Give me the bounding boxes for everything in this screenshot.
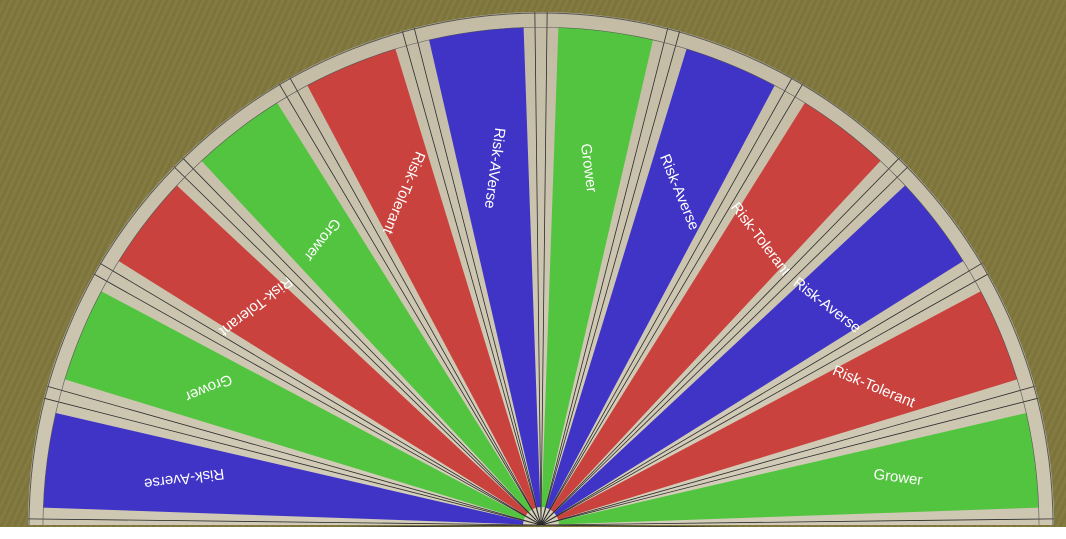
sector-wedge (307, 48, 536, 510)
separator-line (534, 12, 542, 526)
separator-line (289, 77, 542, 526)
separator-line (540, 518, 1054, 526)
separator-line (540, 83, 804, 526)
sector-wedge (43, 413, 524, 525)
separator-line (540, 273, 989, 526)
sector-wedge (429, 27, 541, 508)
sector-wedge (541, 27, 653, 508)
sector-wedge (118, 185, 528, 516)
sector-wedge (546, 48, 775, 510)
sector-wedge (201, 102, 532, 512)
separator-line (173, 166, 542, 526)
sector-wedge (554, 185, 964, 516)
sector-wedge (556, 291, 1018, 520)
sector-wedge (558, 413, 1039, 525)
separator-line (93, 273, 542, 526)
separator-group (28, 12, 1054, 532)
disk-outline (42, 26, 1040, 526)
separator-line (540, 166, 909, 526)
bottom-border (0, 527, 1066, 539)
separator-line (540, 262, 983, 526)
sector-label: Grower (577, 143, 600, 194)
separator-line (540, 77, 793, 526)
separator-line (540, 12, 548, 526)
separator-line (278, 83, 542, 526)
separator-line (540, 157, 900, 526)
sector-wedge (550, 102, 881, 512)
separator-line (182, 157, 542, 526)
disk-outline (28, 12, 1054, 526)
separator-line (540, 31, 681, 526)
sector-group: Risk-AverseGrowerRisk-TolerantGrowerRisk… (43, 27, 1039, 525)
separator-line (43, 397, 542, 526)
separator-line (413, 27, 542, 526)
separator-line (47, 385, 542, 526)
separator-line (28, 518, 542, 526)
separator-line (540, 27, 669, 526)
sector-label: Grower (872, 466, 923, 489)
separator-line (540, 385, 1035, 526)
separator-line (401, 31, 542, 526)
separator-line (99, 262, 542, 526)
separator-line (540, 397, 1039, 526)
sector-wedge (64, 291, 526, 520)
